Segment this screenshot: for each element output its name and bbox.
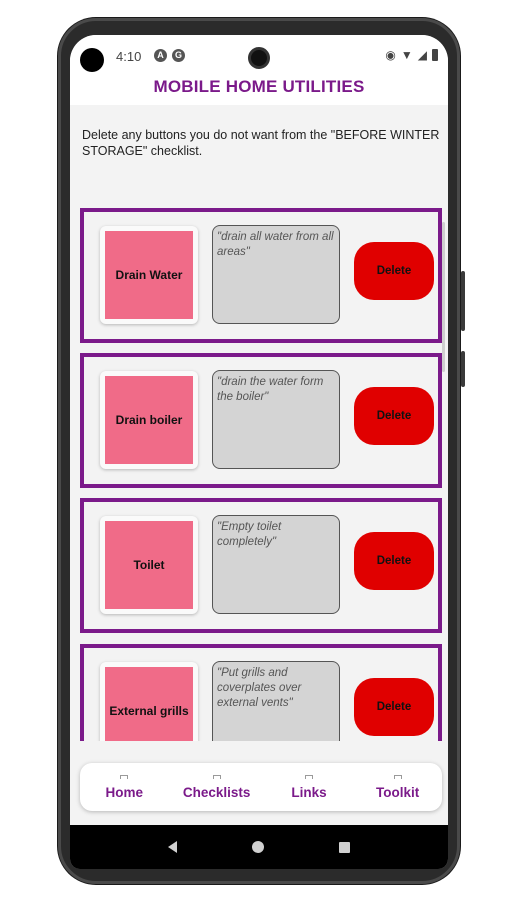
bottom-nav: Home Checklists Links Toolkit	[80, 763, 442, 811]
delete-button[interactable]: Delete	[354, 532, 434, 590]
screen: 4:10 A G ◉ ▼ ◢ MOBILE HOME UTILITIES Del…	[70, 35, 448, 869]
nav-label: Checklists	[182, 784, 251, 800]
checklist-card: Drain Water "drain all water from all ar…	[80, 208, 442, 343]
notification-dot-icon	[80, 48, 104, 72]
item-note: "Empty toilet completely"	[212, 515, 340, 614]
app-a-icon: A	[154, 49, 167, 62]
battery-icon	[432, 49, 438, 61]
nav-toolkit[interactable]: Toolkit	[368, 774, 428, 800]
nav-label: Home	[105, 784, 144, 800]
nav-links[interactable]: Links	[279, 774, 339, 800]
app-g-icon: G	[172, 49, 185, 62]
nav-label: Links	[291, 784, 327, 800]
tile-frame: External grills	[100, 662, 198, 741]
checklist-item-button[interactable]: External grills	[105, 667, 193, 741]
checklist-card: External grills "Put grills and coverpla…	[80, 644, 442, 741]
status-icons: ◉ ▼ ◢	[385, 48, 438, 62]
signal-icon: ◢	[417, 48, 427, 62]
checklist-card: Toilet "Empty toilet completely" Delete	[80, 498, 442, 633]
tile-frame: Drain Water	[100, 226, 198, 324]
item-note: "drain the water form the boiler"	[212, 370, 340, 469]
checklist-item-button[interactable]: Drain boiler	[105, 376, 193, 464]
status-time: 4:10	[116, 49, 142, 64]
volume-button	[461, 271, 465, 331]
checklist-item-button[interactable]: Toilet	[105, 521, 193, 609]
checklist-card: Drain boiler "drain the water form the b…	[80, 353, 442, 488]
app-title: MOBILE HOME UTILITIES	[70, 77, 448, 105]
nav-label: Toolkit	[376, 784, 420, 800]
nav-home[interactable]: Home	[94, 774, 154, 800]
recents-icon[interactable]	[339, 841, 351, 853]
checklist-item-button[interactable]: Drain Water	[105, 231, 193, 319]
delete-button[interactable]: Delete	[354, 242, 434, 300]
back-icon[interactable]	[167, 841, 177, 853]
nav-checklists-icon	[212, 774, 221, 779]
nav-toolkit-icon	[393, 774, 402, 779]
delete-button[interactable]: Delete	[354, 387, 434, 445]
item-note: "Put grills and coverplates over externa…	[212, 661, 340, 741]
status-bar: 4:10 A G ◉ ▼ ◢	[70, 35, 448, 79]
tile-frame: Toilet	[100, 516, 198, 614]
phone-frame: 4:10 A G ◉ ▼ ◢ MOBILE HOME UTILITIES Del…	[58, 18, 465, 884]
nav-links-icon	[305, 774, 314, 779]
item-note: "drain all water from all areas"	[212, 225, 340, 324]
tile-frame: Drain boiler	[100, 371, 198, 469]
vibrate-icon: ◉	[385, 48, 396, 62]
home-icon[interactable]	[251, 841, 264, 853]
wifi-icon: ▼	[400, 48, 413, 62]
instructions-text: Delete any buttons you do not want from …	[82, 128, 440, 158]
nav-checklists[interactable]: Checklists	[182, 774, 251, 800]
front-camera-icon	[248, 47, 270, 69]
nav-home-icon	[120, 774, 129, 779]
system-nav-bar	[70, 825, 448, 869]
delete-button[interactable]: Delete	[354, 678, 434, 736]
power-button	[461, 351, 465, 387]
main-content: Delete any buttons you do not want from …	[70, 105, 448, 761]
scrollbar[interactable]	[442, 222, 445, 372]
checklist-list[interactable]: Drain Water "drain all water from all ar…	[80, 208, 442, 741]
